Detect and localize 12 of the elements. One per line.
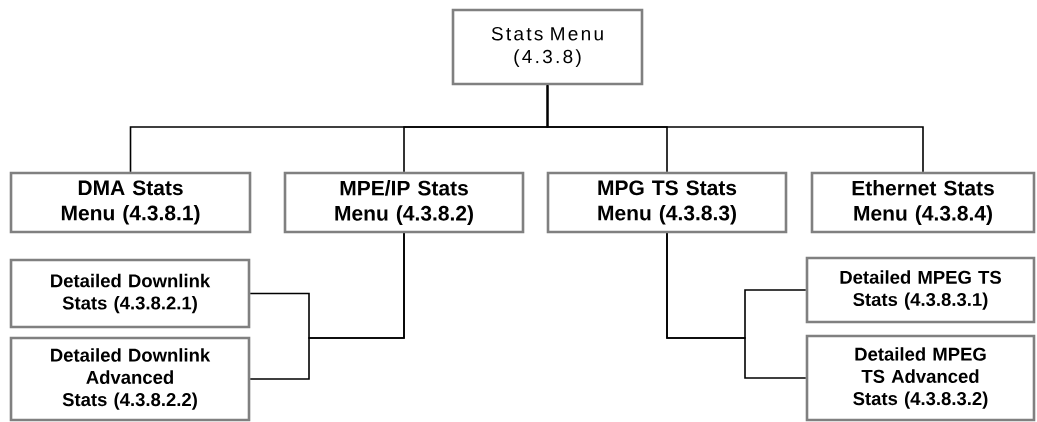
menu-box: Ethernet Stats Menu (4.3.8.4) xyxy=(810,171,1036,234)
submenu-box: Detailed MPEG TS Stats (4.3.8.3.1) xyxy=(805,256,1036,324)
submenu-box: Detailed Downlink Stats (4.3.8.2.1) xyxy=(9,258,251,329)
connector-line xyxy=(546,84,924,173)
connector-line xyxy=(249,232,405,380)
menu-box: Stats Menu (4.3.8) xyxy=(451,8,644,86)
menu-box: MPG TS Stats Menu (4.3.8.3) xyxy=(546,171,788,234)
submenu-box: Detailed MPEG TS Advanced Stats (4.3.8.3.2) xyxy=(805,334,1036,422)
connector-line xyxy=(666,232,807,379)
menu-box: DMA Stats Menu (4.3.8.1) xyxy=(9,171,252,234)
menu-box: MPE/IP Stats Menu (4.3.8.2) xyxy=(283,171,525,234)
submenu-box: Detailed Downlink Advanced Stats (4.3.8.2.2) xyxy=(9,336,251,422)
